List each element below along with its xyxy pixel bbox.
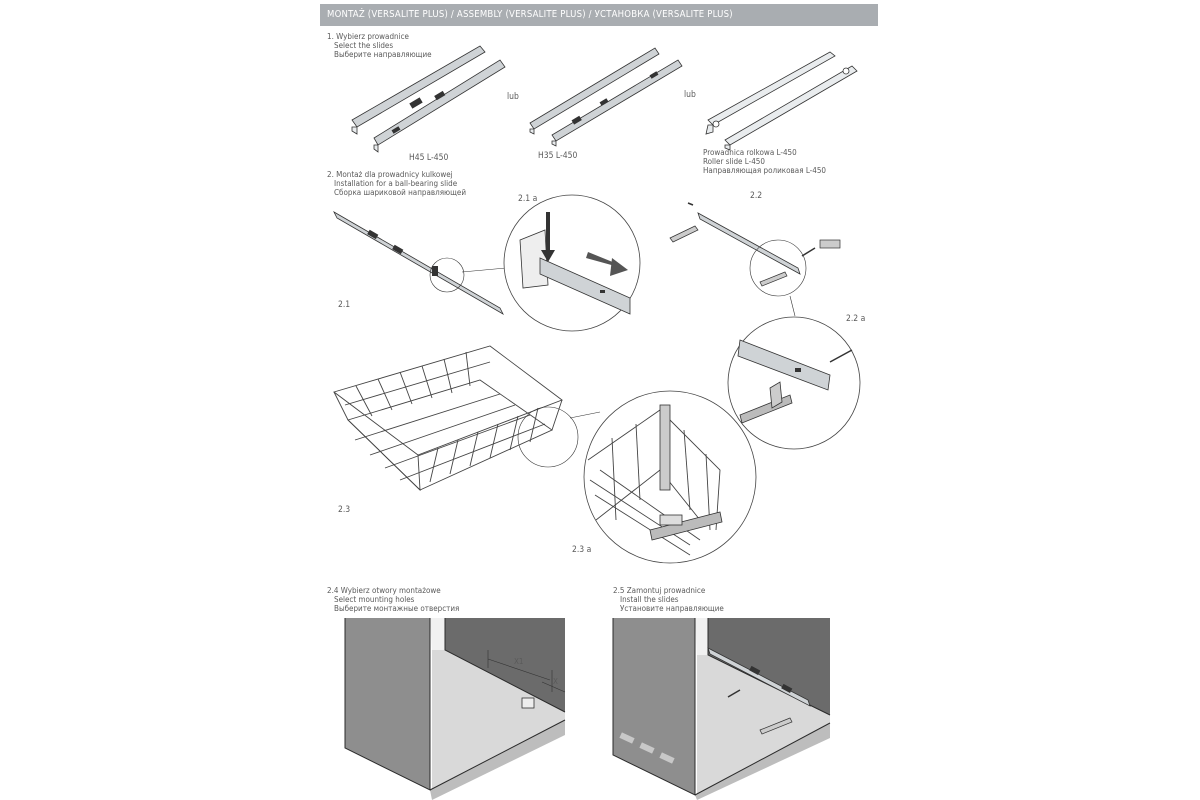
roller-slide-label-ru: Направляющая роликовая L-450	[703, 166, 827, 176]
cabinet-2-4-drawing	[344, 618, 566, 800]
step2-title: 2. Montaż dla prowadnicy kulkowej	[327, 170, 453, 179]
step25-title-en: Install the slides	[620, 595, 679, 605]
label-2-3a: 2.3 a	[572, 545, 592, 555]
or-label-2: lub	[684, 90, 696, 100]
step25-title: 2.5 Zamontuj prowadnice	[613, 586, 706, 595]
step24-title: 2.4 Wybierz otwory montażowe	[327, 586, 441, 595]
slide-h45-label: H45 L-450	[409, 153, 449, 163]
step24-title-ru: Выберите монтажные отверстия	[334, 604, 460, 614]
label-2-2: 2.2	[750, 191, 763, 201]
step1-title-en: Select the slides	[334, 41, 394, 51]
roller-slide-label-en: Roller slide L-450	[703, 157, 765, 167]
basket-2-3-drawing	[333, 345, 601, 492]
h35-slide-drawing	[529, 47, 683, 147]
step2-instructions: 2. Montaż dla prowadnicy kulkowej Instal…	[327, 170, 466, 198]
roller-slide-label: Prowadnica rolkowa L-450 Roller slide L-…	[703, 148, 826, 176]
step25-instructions: 2.5 Zamontuj prowadnice Install the slid…	[613, 586, 724, 614]
label-2-2a: 2.2 a	[846, 314, 866, 324]
h45-slide-drawing	[351, 45, 506, 153]
label-2-1: 2.1	[338, 300, 351, 310]
dim-x-label: X	[553, 677, 558, 686]
or-label-1: lub	[507, 92, 519, 102]
slide-2-1-drawing	[333, 210, 507, 316]
step2-title-ru: Сборка шариковой направляющей	[334, 188, 466, 198]
zoom-2-2a	[727, 316, 861, 450]
step1-title: 1. Wybierz prowadnice	[327, 32, 409, 41]
header-bar: MONTAŻ (VERSALITE PLUS) / ASSEMBLY (VERS…	[320, 4, 878, 26]
step24-title-en: Select mounting holes	[334, 595, 415, 605]
step25-title-ru: Установите направляющие	[620, 604, 724, 614]
step1-title-ru: Выберите направляющие	[334, 50, 432, 60]
slide-h35-label: H35 L-450	[538, 151, 578, 161]
step1-instructions: 1. Wybierz prowadnice Select the slides …	[327, 32, 432, 60]
roller-slide-label-pl: Prowadnica rolkowa L-450	[703, 148, 797, 157]
cabinet-2-5-drawing	[612, 618, 831, 800]
zoom-2-1a	[503, 194, 641, 332]
dim-x1-label: X1	[514, 657, 524, 666]
header-title: MONTAŻ (VERSALITE PLUS) / ASSEMBLY (VERS…	[327, 9, 733, 20]
step2-title-en: Installation for a ball-bearing slide	[334, 179, 458, 189]
slide-2-2-drawing	[669, 202, 841, 317]
zoom-2-3a	[583, 390, 757, 564]
step24-instructions: 2.4 Wybierz otwory montażowe Select moun…	[327, 586, 459, 614]
roller-slide-drawing	[705, 51, 858, 151]
label-2-1a: 2.1 a	[518, 194, 538, 204]
label-2-3: 2.3	[338, 505, 351, 515]
